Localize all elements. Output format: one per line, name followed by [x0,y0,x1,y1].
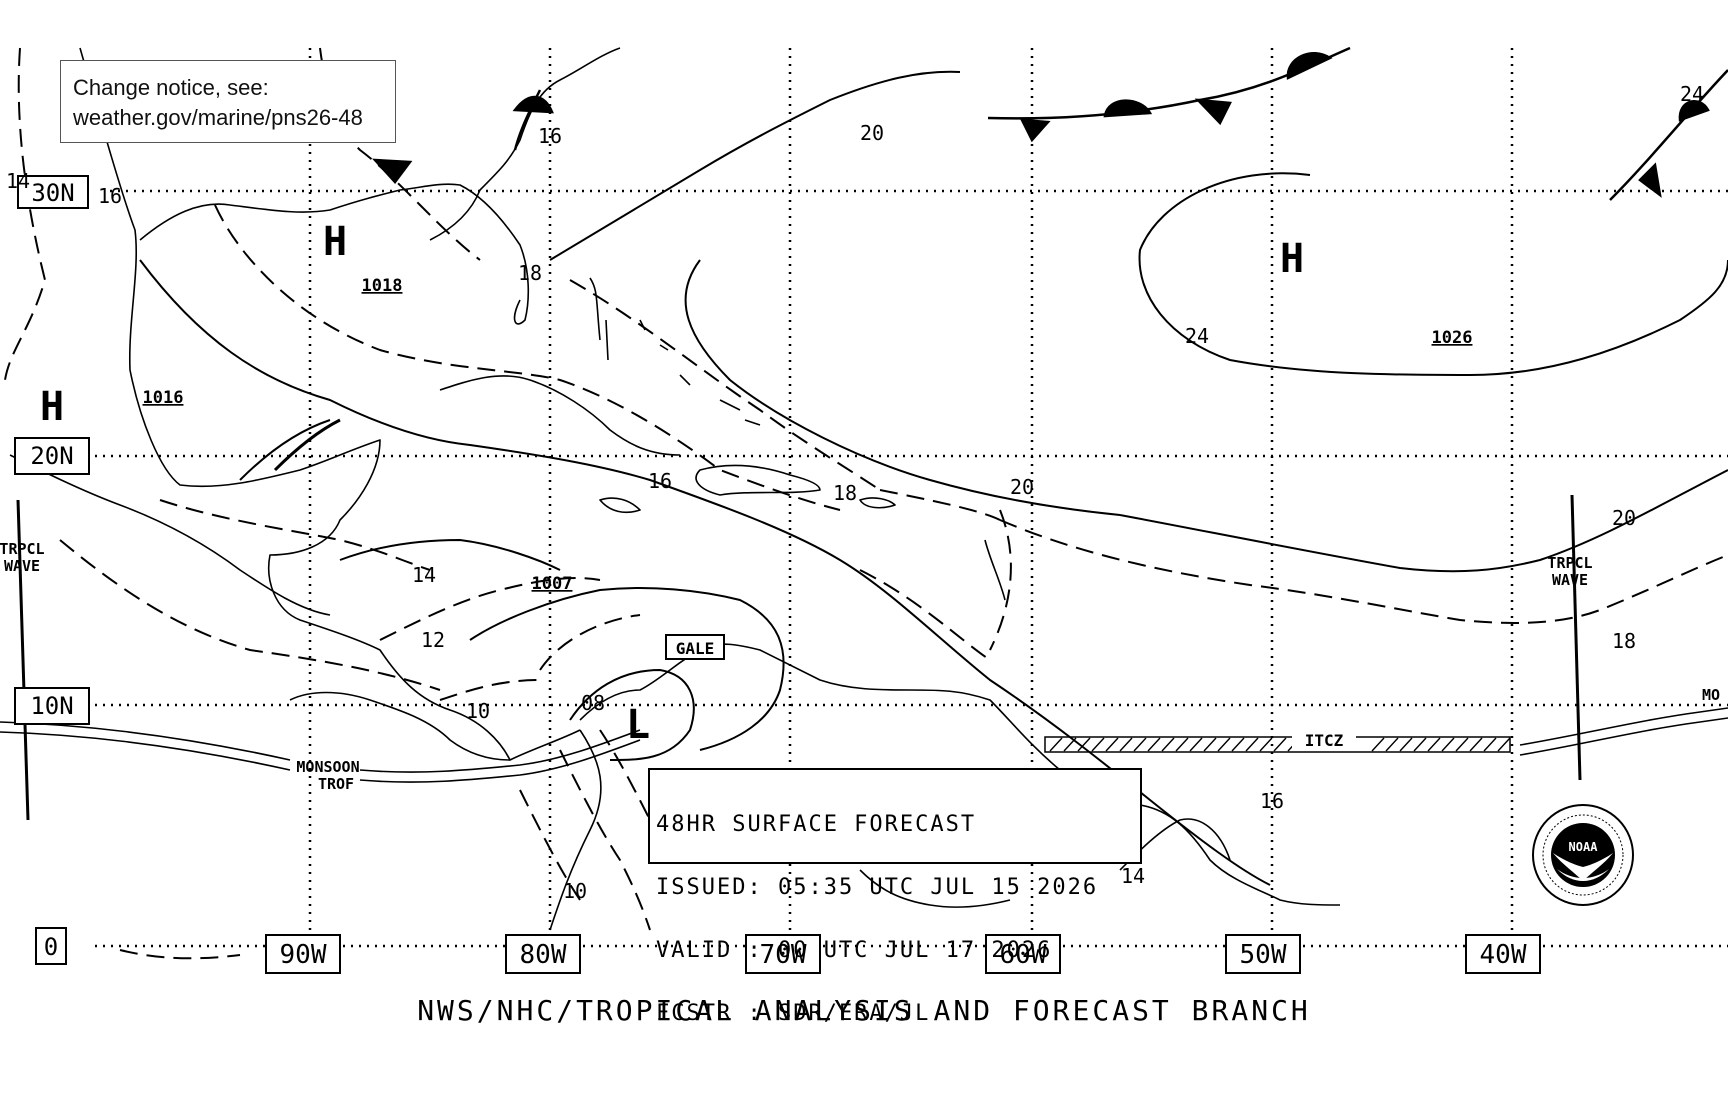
lon-70w-label: 70W [760,940,807,970]
change-notice-link[interactable]: weather.gov/marine/pns26-48 [73,105,363,130]
high-center-value: 1018 [362,276,403,296]
high-center-symbol: H [1280,236,1304,282]
change-notice-box: Change notice, see: weather.gov/marine/p… [60,60,396,143]
lat-labels: 30N 20N 10N 0 [14,175,90,965]
isobar-label: 16 [538,124,562,148]
lat-20n-box [14,437,90,475]
high-center-value: 1016 [143,388,184,408]
isobar-label: 14 [6,169,30,193]
coastlines [9,47,1341,931]
stationary-front-upper [987,46,1351,143]
isobar-label: 18 [833,481,857,505]
monsoon-label-right: MO [1702,686,1720,704]
isobar-label: 08 [581,691,605,715]
front-florida [372,89,554,184]
itcz-band [1044,736,1511,753]
forecast-forecasters: FCSTR : SDR/ERA/JL [656,1001,931,1026]
monsoon-label: MONSOON [296,758,359,776]
isobar-label: 16 [648,469,672,493]
low-center-symbol: L [626,702,650,748]
wave-label-right: WAVE [1552,571,1588,589]
low-center-value: 1007 [532,574,573,594]
isobar-label: 14 [1121,864,1145,888]
isobar-label: 10 [563,879,587,903]
isobar-label: 18 [1612,629,1636,653]
lon-50w-label: 50W [1240,940,1287,970]
pressure-centers: H 1018 H 1016 H 1026 L 1007 [40,219,1473,748]
lon-90w-label: 90W [280,940,327,970]
isobars-dashed [4,47,1728,960]
lon-labels: 90W 80W 70W 60W 50W 40W [265,934,1541,974]
gale-box [665,634,725,660]
lon-60w-label: 60W [1000,940,1047,970]
isobar-label: 20 [1010,475,1034,499]
high-center-value: 1026 [1432,328,1473,348]
tropical-waves [16,418,1582,821]
feature-labels: GALE ITCZ MONSOON TROF MO TRPCL WAVE TRP… [0,540,1720,793]
noaa-logo: NOAA [1532,804,1634,906]
isobars-solid [139,70,1728,886]
isobar-label: 16 [1260,789,1284,813]
lat-30n-label: 30N [31,179,74,207]
gale-label: GALE [676,639,715,658]
lat-0-label: 0 [44,933,58,961]
isobar-label: 16 [98,184,122,208]
isobar-labels: 14 16 16 18 20 24 24 20 20 18 16 18 14 1… [6,82,1704,903]
forecast-info-box: 48HR SURFACE FORECAST ISSUED: 05:35 UTC … [648,768,1142,1025]
isobar-label: 20 [860,121,884,145]
trof-label: TROF [318,775,354,793]
high-center-symbol: H [40,384,64,430]
isobar-label: 12 [421,628,445,652]
lon-40w-label: 40W [1480,940,1527,970]
isobar-label: 10 [466,699,490,723]
itcz-label: ITCZ [1305,731,1344,750]
lat-10n-box [14,687,90,725]
monsoon-trough [0,707,1728,783]
trpcl-label-left: TRPCL [0,540,45,558]
forecast-valid: VALID : 00 UTC JUL 17 2026 [656,938,1053,963]
trpcl-label-right: TRPCL [1547,554,1592,572]
lat-0-box [35,927,67,965]
isobar-label: 24 [1680,82,1704,106]
noaa-logo-text: NOAA [1569,840,1599,854]
change-notice-text: Change notice, see: [73,75,269,100]
cold-front-right [1609,69,1728,201]
forecast-issued: ISSUED: 05:35 UTC JUL 15 2026 [656,875,1099,900]
lon-80w-label: 80W [520,940,567,970]
lat-lon-grid [95,48,1728,948]
lat-10n-label: 10N [30,692,73,720]
footer-credit: NWS/NHC/TROPICAL ANALYSIS AND FORECAST B… [417,994,1311,1027]
isobar-label: 14 [412,563,436,587]
lat-20n-label: 20N [30,442,73,470]
isobar-label: 18 [518,261,542,285]
isobar-label: 24 [1185,324,1209,348]
high-center-symbol: H [323,219,347,265]
isobar-label: 20 [1612,506,1636,530]
wave-label-left: WAVE [4,557,40,575]
forecast-title: 48HR SURFACE FORECAST [656,812,977,837]
lat-30n-box [17,175,89,209]
